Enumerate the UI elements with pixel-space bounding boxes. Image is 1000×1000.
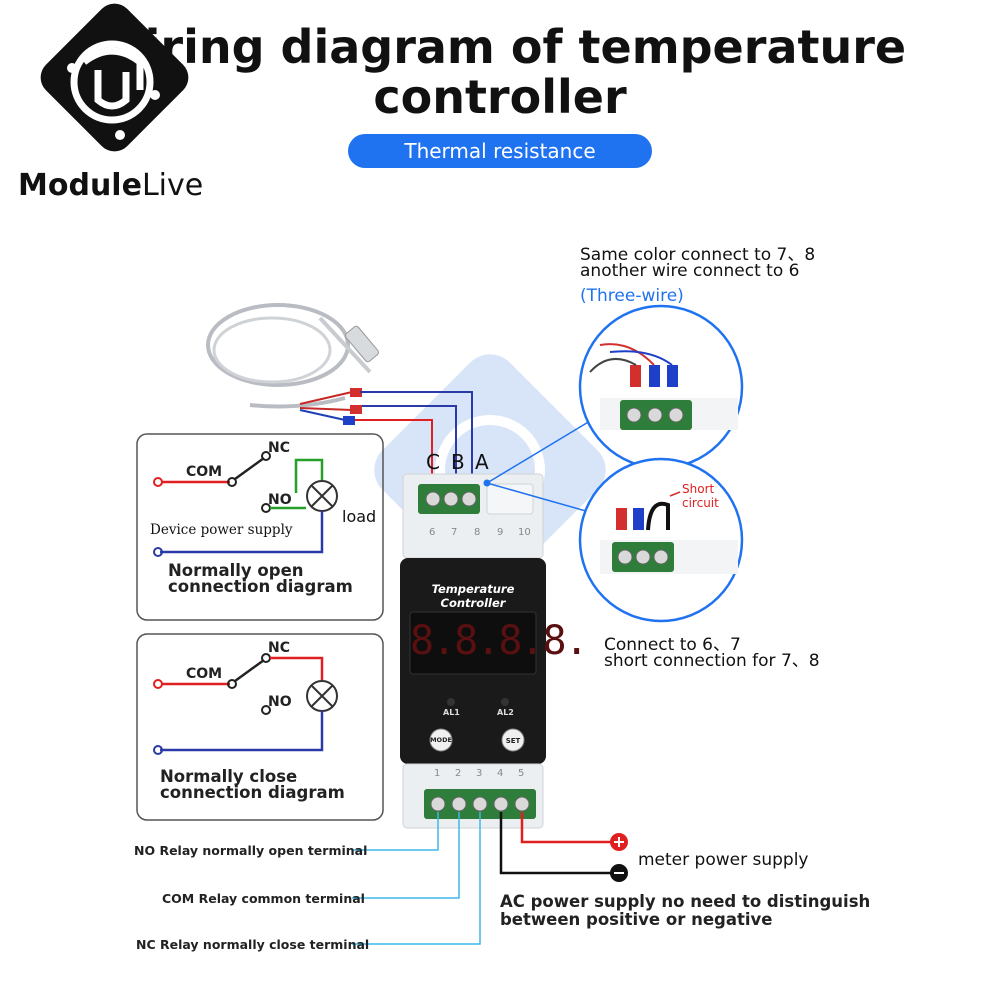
three-wire-note-line1: Same color connect to 7、8 <box>580 245 816 265</box>
meter-power-label: meter power supply <box>638 850 809 870</box>
ac-power-line2: between positive or negative <box>500 910 773 929</box>
no-caption-line2: connection diagram <box>168 577 353 596</box>
no-panel-no-label: NO <box>268 492 292 508</box>
page-title-line2: controller <box>373 70 627 124</box>
two-wire-note-line1: Connect to 6、7 <box>604 635 741 655</box>
short-circuit-label-line2: circuit <box>682 496 719 510</box>
nc-caption-line2: connection diagram <box>160 783 345 802</box>
callout-connectors <box>483 414 601 516</box>
three-wire-note-line2: another wire connect to 6 <box>580 261 800 281</box>
terminal-label-c: C <box>426 450 440 474</box>
terminal-number: 5 <box>518 768 525 779</box>
nc-panel-nc-label: NC <box>268 640 290 656</box>
temperature-controller-device <box>400 473 546 829</box>
device-name: Temperature Controller <box>431 582 515 610</box>
al1-label: AL1 <box>443 708 460 717</box>
mode-button[interactable]: MODE <box>430 736 452 744</box>
legend-nc: NC Relay normally close terminal <box>136 937 370 952</box>
device-power-label: Device power supply <box>150 522 293 538</box>
pt100-sensor-icon <box>206 303 379 425</box>
legend-com: COM Relay common terminal <box>162 891 365 906</box>
terminal-number: 1 <box>434 768 441 779</box>
terminal-number: 10 <box>518 527 531 538</box>
two-wire-note-line2: short connection for 7、8 <box>604 651 820 671</box>
terminal-label-b: B <box>451 450 465 474</box>
terminal-number: 3 <box>476 768 483 779</box>
no-panel-wiring <box>136 433 384 621</box>
terminal-number: 2 <box>455 768 462 779</box>
legend-no: NO Relay normally open terminal <box>134 843 368 858</box>
page-title: Wiring diagram of temperature <box>93 20 907 74</box>
section-pill: Thermal resistance <box>348 134 652 168</box>
device-display: 8.8.8.8. <box>410 618 589 664</box>
terminal-number: 7 <box>451 527 458 538</box>
terminal-label-a: A <box>475 450 489 474</box>
al2-label: AL2 <box>497 708 514 717</box>
terminal-number: 4 <box>497 768 504 779</box>
set-button[interactable]: SET <box>505 737 521 745</box>
nc-panel-wiring <box>136 633 384 821</box>
terminal-number: 8 <box>474 527 481 538</box>
short-circuit-label-line1: Short <box>682 482 715 496</box>
nc-panel-com-label: COM <box>186 666 223 682</box>
nc-caption-line1: Normally close <box>160 767 298 786</box>
load-label: load <box>342 507 377 526</box>
brand-name: ModuleLive <box>18 168 204 203</box>
ac-power-line1: AC power supply no need to distinguish <box>500 892 871 911</box>
nc-panel-no-label: NO <box>268 694 292 710</box>
terminal-number: 6 <box>429 527 436 538</box>
terminal-number: 9 <box>497 527 504 538</box>
two-wire-callout <box>578 457 744 623</box>
no-panel-nc-label: NC <box>268 440 290 456</box>
relay-legend-lines <box>352 812 481 945</box>
three-wire-note-line3: (Three-wire) <box>580 286 684 306</box>
three-wire-callout <box>578 304 744 470</box>
no-panel-com-label: COM <box>186 464 223 480</box>
brand-logo-icon <box>40 3 189 152</box>
power-wires <box>499 812 628 882</box>
no-caption-line1: Normally open <box>168 561 304 580</box>
sensor-wires <box>355 391 473 478</box>
